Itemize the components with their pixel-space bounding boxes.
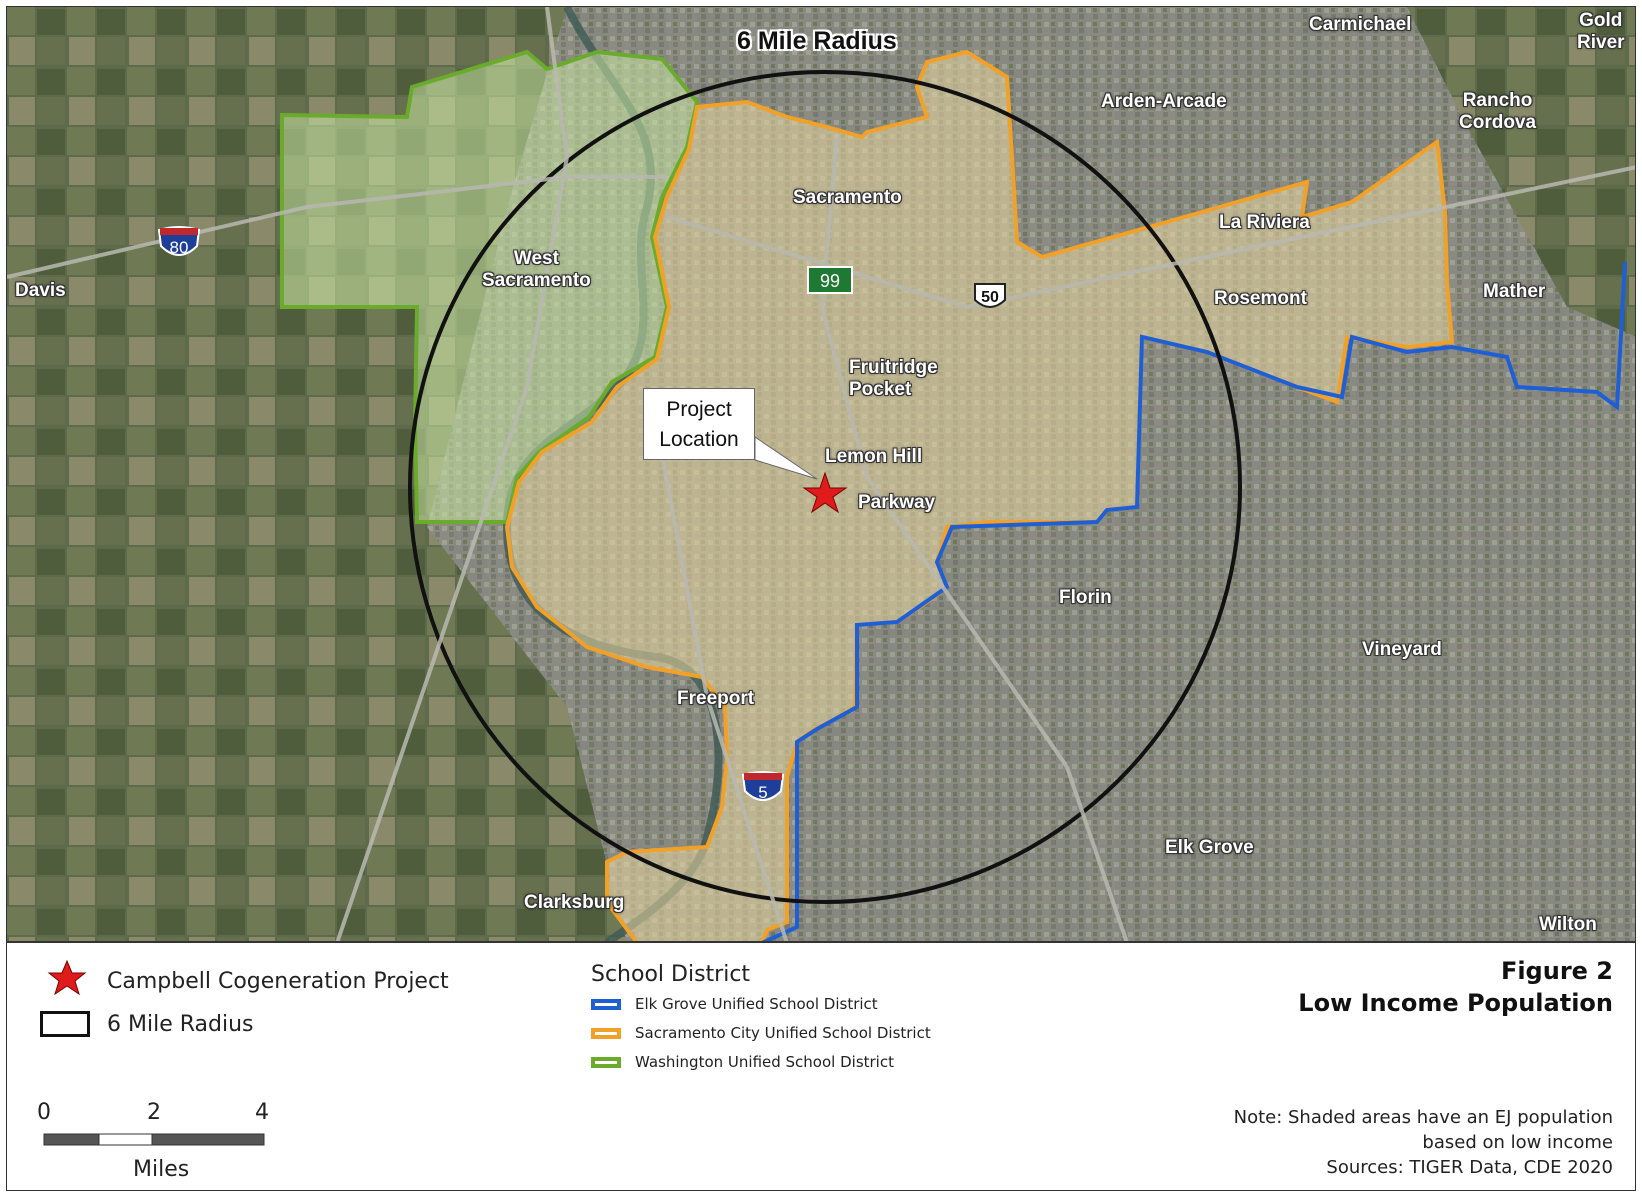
figure-note-line-2: based on low income <box>1422 1132 1613 1153</box>
elk-grove-usd-boundary <box>761 261 1627 941</box>
place-label-clarksburg: Clarksburg <box>524 892 625 913</box>
scale-tick-4: 4 <box>255 1100 269 1125</box>
legend-swatch-elk-grove <box>591 999 621 1010</box>
scale-tick-0: 0 <box>37 1100 51 1125</box>
place-label-fruitridge-pocket: Fruitridge Pocket <box>849 357 938 400</box>
place-label-lemon-hill: Lemon Hill <box>825 446 923 467</box>
legend-swatch-sac-city <box>591 1028 621 1039</box>
legend-sd-label: Washington Unified School District <box>635 1053 894 1071</box>
place-label-la-riviera: La Riviera <box>1219 212 1310 233</box>
roads <box>7 7 1635 941</box>
place-label-elk-grove: Elk Grove <box>1165 837 1254 858</box>
place-label-parkway: Parkway <box>858 492 936 513</box>
map-canvas <box>7 7 1635 941</box>
figure-note-line-3: Sources: TIGER Data, CDE 2020 <box>1326 1157 1613 1178</box>
place-label-arden-arcade: Arden-Arcade <box>1101 91 1227 112</box>
figure-note-line-1: Note: Shaded areas have an EJ population <box>1233 1107 1613 1128</box>
legend-radius-label: 6 Mile Radius <box>107 1012 254 1037</box>
place-label-vineyard: Vineyard <box>1362 639 1442 660</box>
legend-project-label: Campbell Cogeneration Project <box>107 969 449 994</box>
radius-map-label: 6 Mile Radius <box>737 27 897 55</box>
place-label-gold-river: Gold River <box>1577 10 1625 53</box>
scale-tick-2: 2 <box>147 1100 161 1125</box>
place-label-freeport: Freeport <box>677 688 755 709</box>
six-mile-radius-circle <box>408 70 1242 904</box>
legend-sd-label: Elk Grove Unified School District <box>635 995 878 1013</box>
legend-swatch-washington <box>591 1057 621 1068</box>
place-label-carmichael: Carmichael <box>1309 14 1412 35</box>
svg-text:80: 80 <box>170 238 189 257</box>
svg-text:5: 5 <box>758 783 767 802</box>
legend-sd-row-washington: Washington Unified School District <box>591 1053 894 1071</box>
place-label-rancho-cordova: Rancho Cordova <box>1459 90 1537 133</box>
place-label-wilton: Wilton <box>1539 914 1597 935</box>
map-panel[interactable]: 80 99 50 5 6 Mile Radius Carmichael Go <box>7 7 1635 943</box>
place-label-mather: Mather <box>1483 281 1546 302</box>
project-location-callout: Project Location <box>643 388 755 460</box>
scale-unit-label: Miles <box>133 1157 190 1182</box>
legend-school-district-title: School District <box>591 962 751 987</box>
callout-leader <box>754 436 818 480</box>
svg-text:99: 99 <box>820 271 840 291</box>
legend-star-icon <box>47 959 87 996</box>
scale-bar <box>43 1133 265 1146</box>
svg-text:50: 50 <box>981 289 999 306</box>
legend-sd-row-elk-grove: Elk Grove Unified School District <box>591 995 878 1013</box>
legend-radius-swatch <box>40 1011 90 1037</box>
place-label-west-sacramento: West Sacramento <box>482 248 591 291</box>
project-location-star-icon[interactable] <box>802 471 848 514</box>
legend-sd-label: Sacramento City Unified School District <box>635 1024 931 1042</box>
place-label-rosemont: Rosemont <box>1214 288 1307 309</box>
place-label-florin: Florin <box>1059 587 1112 608</box>
place-label-davis: Davis <box>15 280 66 301</box>
legend-sd-row-sac-city: Sacramento City Unified School District <box>591 1024 931 1042</box>
figure-number: Figure 2 <box>1500 957 1613 985</box>
figure-title: Low Income Population <box>1298 989 1613 1017</box>
place-label-sacramento: Sacramento <box>793 187 902 208</box>
figure-frame: 80 99 50 5 6 Mile Radius Carmichael Go <box>6 6 1636 1191</box>
